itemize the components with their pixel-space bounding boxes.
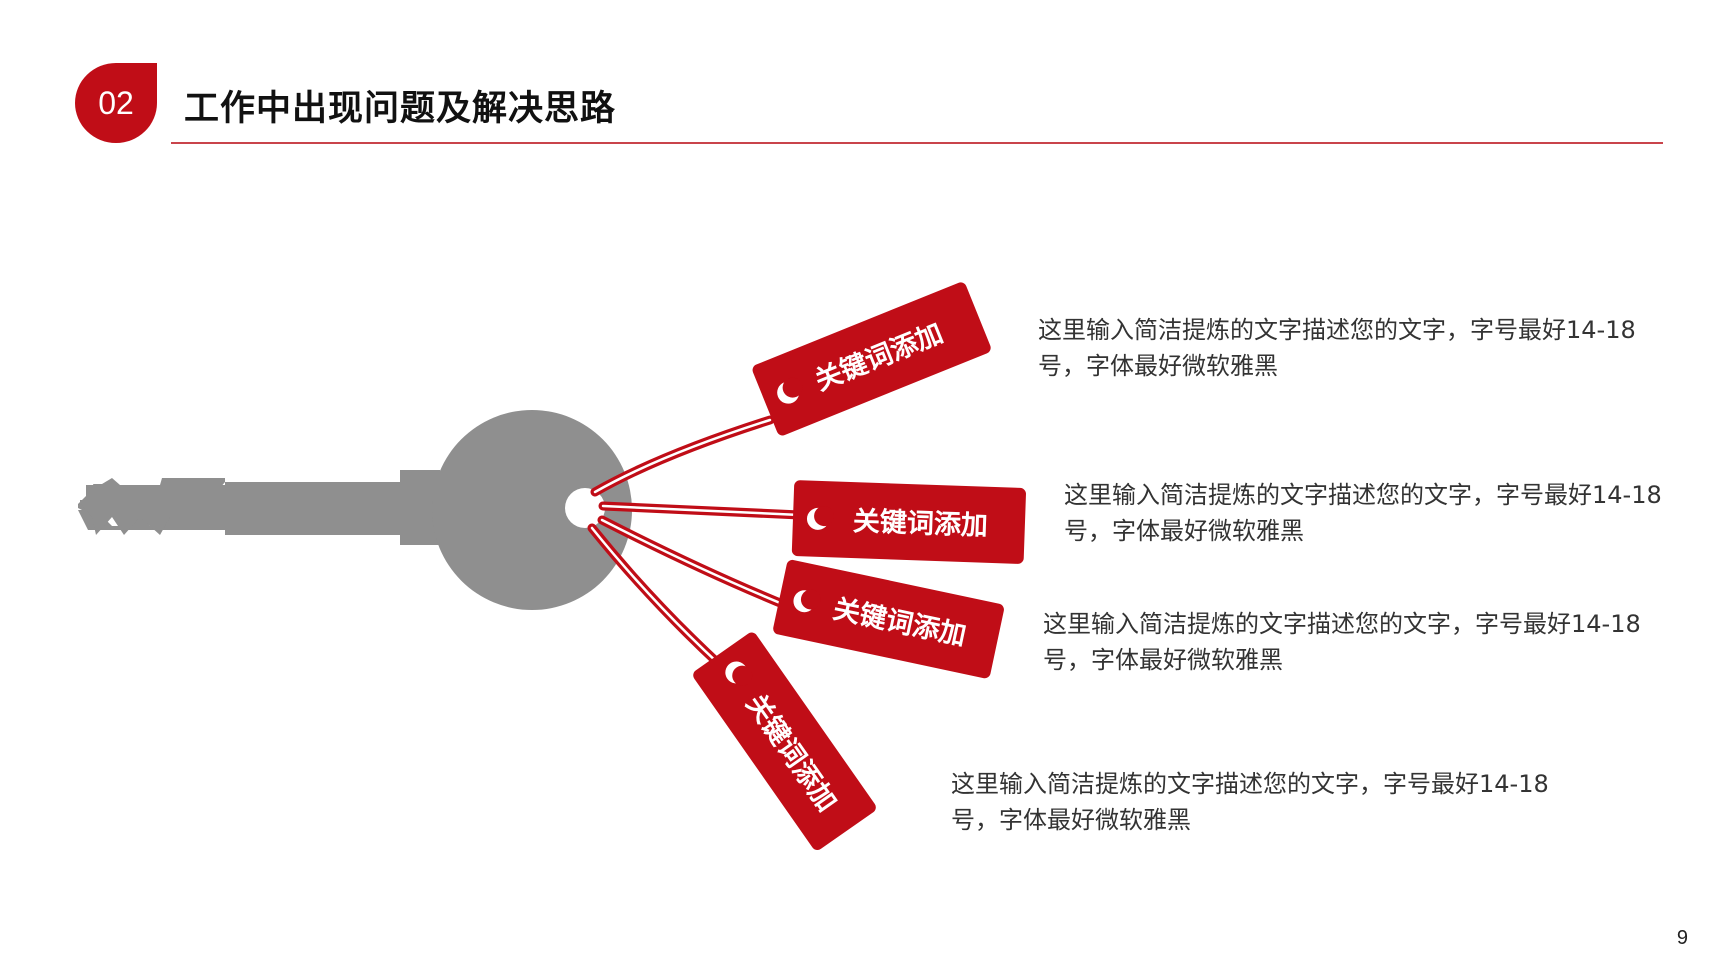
tag-body: [752, 282, 991, 436]
description-line: 号，字体最好微软雅黑: [1038, 352, 1278, 380]
description-3: 这里输入简洁提炼的文字描述您的文字，字号最好14-18 号，字体最好微软雅黑: [1043, 606, 1641, 678]
section-number: 02: [98, 84, 134, 121]
half-moon-icon: [814, 506, 835, 527]
title-divider: [171, 142, 1663, 144]
description-line: 这里输入简洁提炼的文字描述您的文字，字号最好14-18: [1043, 610, 1641, 638]
tag-body: [693, 632, 876, 851]
half-moon-icon: [782, 377, 803, 398]
string-1: [590, 415, 775, 497]
keyword-tag-1[interactable]: 关键词添加: [751, 281, 993, 438]
tag-label: 关键词添加: [852, 505, 988, 542]
page-number: 9: [1676, 927, 1688, 949]
key-strings-highlight: [590, 418, 802, 667]
description-line: 这里输入简洁提炼的文字描述您的文字，字号最好14-18: [1038, 316, 1636, 344]
key-bow: [432, 410, 632, 610]
tag-body: [773, 559, 1004, 679]
description-line: 这里输入简洁提炼的文字描述您的文字，字号最好14-18: [951, 770, 1549, 798]
keyword-tag-3[interactable]: 关键词添加: [772, 559, 1005, 679]
keyword-tag-4[interactable]: 关键词添加: [691, 630, 878, 852]
key-hole: [565, 488, 605, 528]
half-moon-icon: [732, 665, 753, 686]
half-moon-icon: [800, 589, 821, 610]
description-1: 这里输入简洁提炼的文字描述您的文字，字号最好14-18 号，字体最好微软雅黑: [1038, 312, 1636, 384]
description-line: 号，字体最好微软雅黑: [1043, 646, 1283, 674]
key-teeth: [80, 500, 405, 535]
tag-body: [791, 480, 1026, 564]
description-4: 这里输入简洁提炼的文字描述您的文字，字号最好14-18 号，字体最好微软雅黑: [951, 766, 1549, 838]
description-line: 号，字体最好微软雅黑: [1064, 517, 1304, 545]
keyword-tag-2[interactable]: 关键词添加: [791, 480, 1027, 564]
description-2: 这里输入简洁提炼的文字描述您的文字，字号最好14-18 号，字体最好微软雅黑: [1064, 477, 1662, 549]
section-number-badge: 02: [75, 63, 157, 143]
description-line: 号，字体最好微软雅黑: [951, 806, 1191, 834]
page-title: 工作中出现问题及解决思路: [184, 89, 617, 129]
description-line: 这里输入简洁提炼的文字描述您的文字，字号最好14-18: [1064, 481, 1662, 509]
